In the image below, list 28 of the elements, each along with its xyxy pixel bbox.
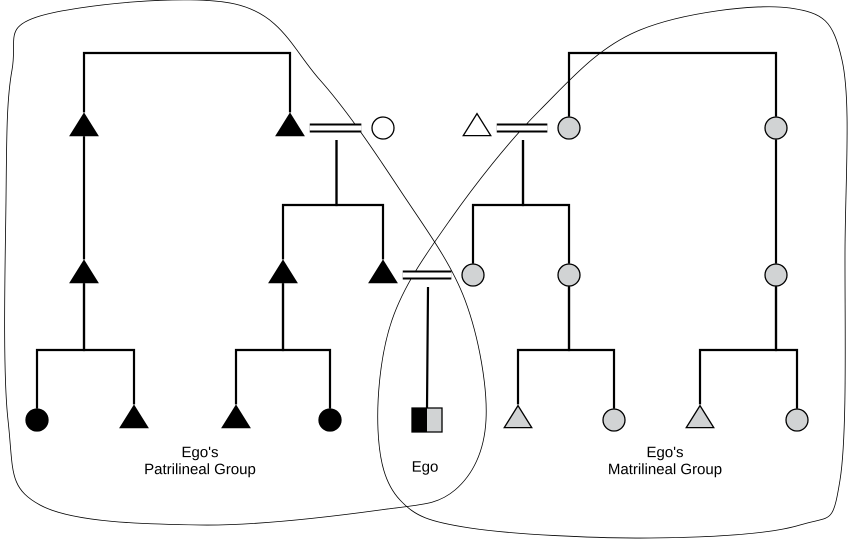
female-circle [461, 263, 485, 287]
female-circle [25, 408, 49, 432]
descent-line [774, 140, 778, 264]
female-circle [602, 408, 626, 432]
descent-line [774, 286, 798, 408]
female-circle [371, 116, 395, 140]
sibling-line [568, 52, 778, 116]
female-circle [318, 408, 342, 432]
female-circle [764, 116, 788, 140]
sibling-line [82, 52, 292, 112]
ego-label: Ego [412, 461, 438, 475]
female-circle [764, 263, 788, 287]
descent-line [522, 140, 570, 264]
marriage-sign [402, 270, 452, 280]
descent-line [82, 283, 136, 404]
descent-line [282, 283, 332, 408]
marriage-sign [310, 124, 362, 132]
descent-line [335, 140, 384, 260]
marriage-sign [496, 124, 548, 132]
descent-line [568, 286, 616, 408]
descent-line [82, 136, 86, 260]
group-label: Ego's Patrilineal Group [145, 446, 256, 478]
ego-square [411, 407, 443, 433]
female-circle [785, 408, 809, 432]
female-circle [557, 263, 581, 287]
group-label: Ego's Matrilineal Group [609, 446, 722, 478]
female-circle [557, 116, 581, 140]
descent-line [426, 287, 430, 410]
